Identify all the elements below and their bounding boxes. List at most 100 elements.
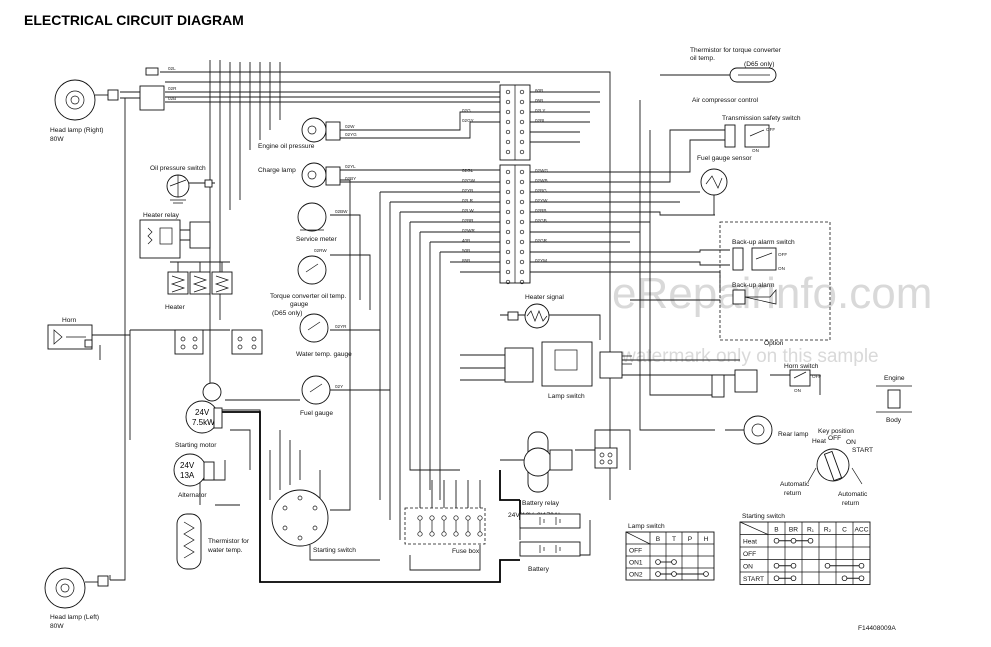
table-column-header: B (774, 527, 779, 534)
lamp-switch: Lamp switch (504, 341, 632, 400)
lamp-switch-table-title: Lamp switch (628, 523, 665, 530)
thermistor-torque: Thermistor for torque converter oil temp… (690, 47, 782, 83)
engine-label: Engine (884, 375, 905, 382)
wire-label: 02BR (462, 218, 474, 223)
option-label: Option (764, 340, 784, 347)
connection-dot (773, 562, 780, 569)
fuel-gauge-sensor: Fuel gauge sensor (697, 155, 752, 215)
table-column-header: BR (789, 527, 798, 534)
table-row-label: ON2 (629, 572, 643, 579)
watermark-note: watermark only on this sample (621, 346, 879, 367)
battery-relay-box (594, 447, 618, 469)
starting-motor-power: 7.5kW (192, 418, 215, 427)
connection-dot (655, 559, 661, 565)
connection-dot (824, 562, 831, 569)
wire-label: 02BW (335, 209, 348, 214)
key-off-label: OFF (828, 435, 841, 442)
charge-lamp: Charge lamp (258, 162, 341, 188)
fuel-gauge-label: Fuel gauge (300, 410, 333, 417)
torque-gauge-label-2: gauge (290, 301, 309, 308)
oil-pressure-switch-label: Oil pressure switch (150, 165, 206, 172)
head-lamp-left: Head lamp (Left) 80W (44, 567, 109, 630)
engine-oil-pressure-gauge: Engine oil pressure (258, 117, 341, 150)
wire-label: 60B (535, 88, 543, 93)
wire-label: 02L (168, 66, 176, 71)
connection-dot (807, 537, 814, 544)
starting-motor-voltage: 24V (195, 408, 210, 417)
wire-label: 02LR (462, 198, 474, 203)
table-row-label: OFF (743, 551, 756, 558)
thermistor-water-label-2: water temp. (207, 547, 243, 554)
wire-label: 02LW (462, 208, 474, 213)
wire-label: 02BL (535, 118, 546, 123)
torque-gauge-label-3: (D65 only) (272, 310, 302, 317)
thermistor-torque-label-1: Thermistor for torque converter (690, 47, 782, 54)
connection-dot (790, 537, 797, 544)
transmission-safety-switch: Transmission safety switch OFF ON (722, 115, 801, 153)
head-lamp-right-wattage: 80W (50, 136, 64, 143)
service-meter-label: Service meter (296, 236, 337, 243)
key-heat-label: Heat (812, 438, 826, 445)
key-start-label: START (852, 447, 873, 454)
connection-dot (671, 559, 677, 565)
oil-pressure-switch: Oil pressure switch (150, 165, 215, 204)
connector-blocks (499, 84, 531, 285)
rear-lamp: Rear lamp (743, 415, 809, 445)
horn: Horn (47, 317, 93, 350)
connection-dot (773, 575, 780, 582)
engine-body-ground: Engine Body (876, 375, 912, 424)
table-column-header: ACC (855, 527, 869, 534)
wire-label: 02RB (535, 208, 547, 213)
wire-label: 50B (462, 248, 470, 253)
connection-dot (858, 575, 865, 582)
fuel-gauge: Fuel gauge (300, 375, 333, 417)
rear-lamp-label: Rear lamp (778, 431, 809, 438)
option-area: Back-up alarm switch OFF ON Back-up alar… (719, 221, 831, 347)
wire-label: 02GW (462, 178, 476, 183)
wire-label: 02YL (345, 164, 356, 169)
battery-relay-label: Battery relay (522, 500, 560, 507)
wire-label: 02GY (462, 118, 474, 123)
horn-switch-label: Horn switch (784, 363, 819, 370)
engine-oil-pressure-label: Engine oil pressure (258, 143, 315, 150)
torque-converter-gauge: Torque converter oil temp. gauge (D65 on… (270, 255, 346, 317)
watermark: eRepairinfo.com watermark only on this s… (612, 269, 932, 367)
fuse-box: Fuse box (404, 507, 486, 555)
connection-dot (790, 562, 797, 569)
key-position-label: Key position (818, 428, 854, 435)
wire-label: 02YM (535, 258, 547, 263)
table-column-header: R₁ (807, 527, 815, 534)
thermistor-torque-label-3: (D65 only) (744, 61, 774, 68)
wire-label: 02R (168, 86, 177, 91)
wire-label: 02G (462, 108, 471, 113)
water-temp-gauge-label: Water temp. gauge (296, 351, 352, 358)
key-on-label: ON (846, 439, 856, 446)
table-row-label: OFF (629, 548, 642, 555)
wiring-harness (75, 60, 821, 581)
air-compressor-control-label: Air compressor control (692, 97, 758, 104)
wire-label: 02WR (462, 228, 475, 233)
wire-label: 02GB (535, 218, 547, 223)
table-column-header: C (842, 527, 847, 534)
connection-dot (671, 571, 677, 577)
head-lamp-left-wattage: 80W (50, 623, 64, 630)
table-column-header: H (704, 536, 709, 543)
table-row-label: ON1 (629, 560, 643, 567)
connection-dot (858, 562, 865, 569)
transmission-safety-switch-label: Transmission safety switch (722, 115, 801, 122)
starting-switch-label: Starting switch (313, 547, 356, 554)
thermistor-water-label-1: Thermistor for (208, 538, 250, 545)
wire-label: 85B (462, 258, 470, 263)
fuse-box-label: Fuse box (452, 548, 480, 555)
auto-return-right-2: return (842, 500, 860, 507)
head-lamp-right-label: Head lamp (Right) (50, 127, 104, 134)
table-column-header: B (656, 536, 661, 543)
table-column-header: P (688, 536, 693, 543)
heater-relay: Heater relay (139, 212, 211, 259)
wire-label: 02YG (345, 132, 357, 137)
table-row-label: ON (743, 563, 753, 570)
wire-label: 02Y (335, 384, 343, 389)
wire-label: 05B (535, 98, 543, 103)
table-row-label: Heat (743, 538, 757, 545)
